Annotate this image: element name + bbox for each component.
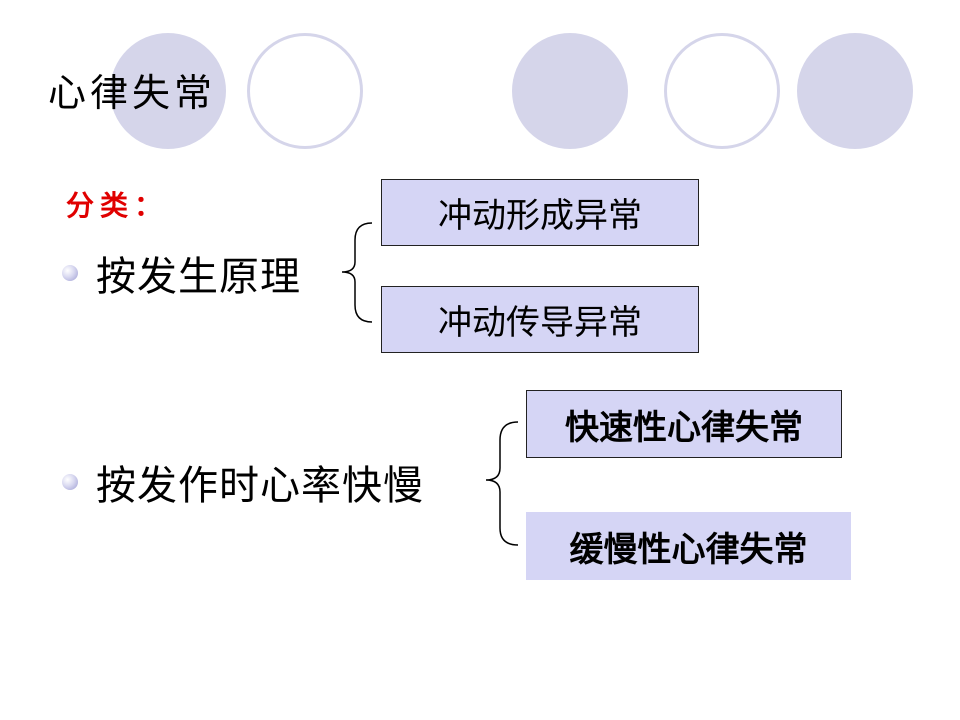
decor-circle-3 bbox=[797, 33, 913, 149]
bullet-item-principle: 按发生原理 bbox=[62, 244, 301, 302]
brace-heart-rate bbox=[485, 421, 519, 546]
bullet-icon bbox=[62, 265, 78, 281]
box-impulse-conduction: 冲动传导异常 bbox=[381, 286, 699, 353]
decor-ring-1 bbox=[247, 33, 363, 149]
slide-title: 心律失常 bbox=[48, 71, 217, 115]
brace-principle bbox=[341, 222, 373, 323]
box-bradyarrhythmia: 缓慢性心律失常 bbox=[526, 512, 851, 580]
box-impulse-formation: 冲动形成异常 bbox=[381, 179, 699, 246]
bullet-icon bbox=[62, 474, 78, 490]
bullet-text: 按发作时心率快慢 bbox=[96, 463, 424, 509]
decor-circle-2 bbox=[512, 33, 628, 149]
decor-circle-1 bbox=[110, 33, 226, 149]
decor-ring-2 bbox=[664, 33, 780, 149]
category-label: 分类： bbox=[66, 189, 169, 222]
box-tachyarrhythmia: 快速性心律失常 bbox=[526, 390, 842, 458]
bullet-item-heart-rate: 按发作时心率快慢 bbox=[62, 453, 424, 511]
bullet-text: 按发生原理 bbox=[96, 254, 301, 300]
